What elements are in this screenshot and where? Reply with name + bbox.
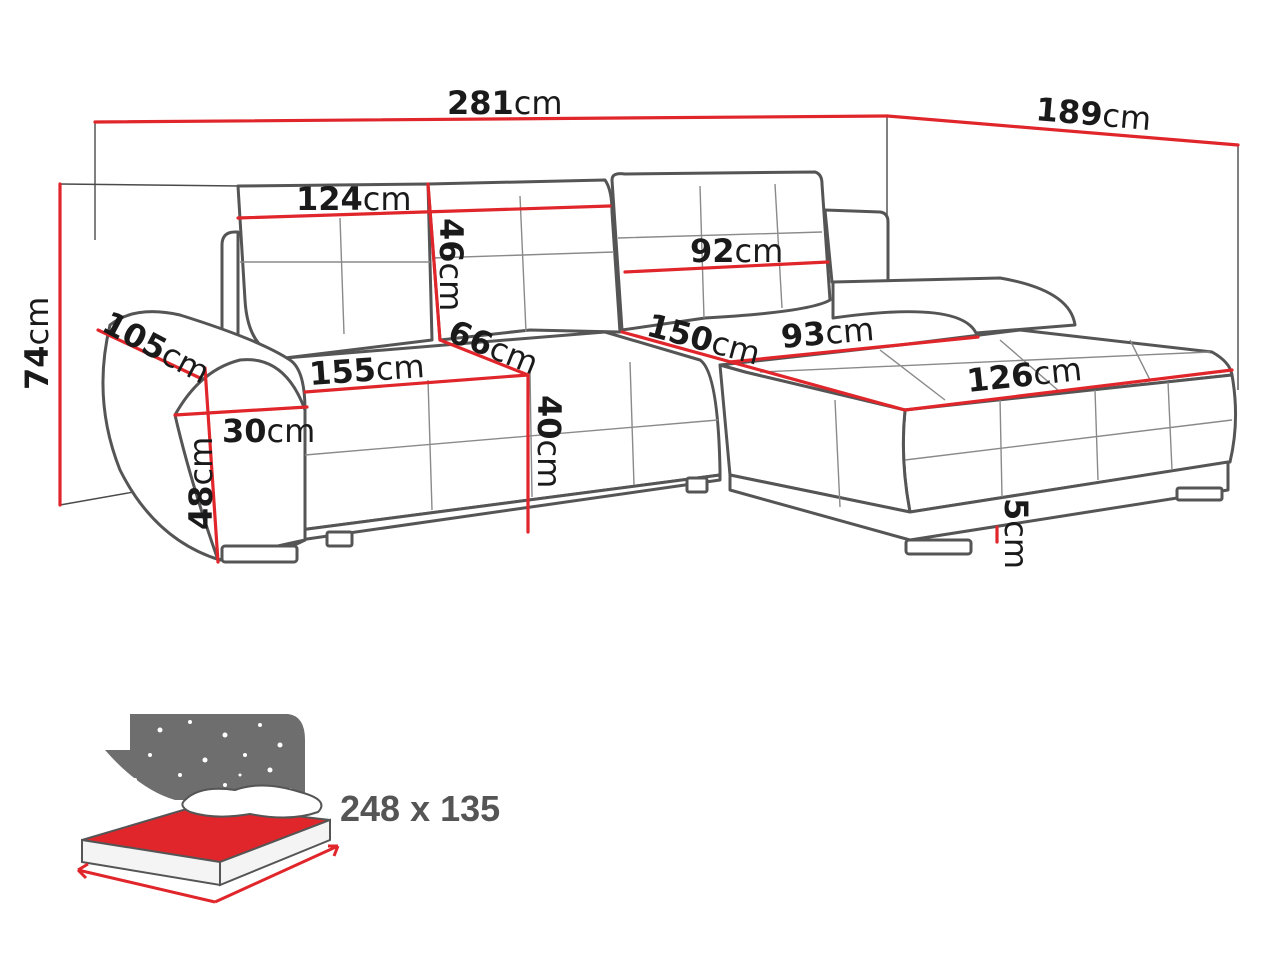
label-back-cushion-height: 46cm bbox=[432, 218, 470, 311]
bed-width-arrow bbox=[76, 844, 340, 904]
pillows bbox=[181, 784, 323, 819]
stars bbox=[133, 720, 292, 792]
label-armrest-width: 30cm bbox=[222, 412, 315, 450]
leg bbox=[904, 538, 973, 556]
extension-guides bbox=[59, 116, 1239, 506]
mattress-side bbox=[219, 818, 331, 887]
chaise-side-pad bbox=[831, 276, 1077, 335]
dim-line-chaise-width bbox=[728, 335, 980, 364]
dim-line-chaise-front bbox=[903, 368, 1234, 412]
label-corner-depth: 189cm bbox=[1034, 90, 1152, 138]
label-chaise-width: 93cm bbox=[779, 310, 875, 356]
dim-line-armrest-height bbox=[203, 366, 220, 564]
label-seat-width: 155cm bbox=[308, 347, 426, 393]
dim-line-back-cushion-width bbox=[236, 204, 612, 220]
corner-sofa-drawing bbox=[101, 170, 1238, 564]
leg bbox=[325, 530, 354, 548]
label-seat-height: 40cm bbox=[530, 395, 568, 488]
dim-line-corner-cushion-width bbox=[623, 260, 830, 274]
back-frame bbox=[220, 230, 240, 360]
bed-night-icon bbox=[76, 714, 340, 904]
cushion-tufting bbox=[240, 183, 1233, 511]
label-chaise-front: 126cm bbox=[965, 350, 1084, 400]
dim-line-armrest-width bbox=[173, 405, 309, 417]
back-cushion-middle bbox=[426, 178, 622, 342]
main-seat bbox=[283, 330, 722, 532]
dim-line-chaise-length bbox=[620, 330, 907, 412]
corner-back-frame bbox=[823, 208, 890, 284]
label-leg-height: 5cm bbox=[997, 498, 1035, 569]
dim-line-seat-depth bbox=[438, 338, 530, 377]
chaise-plinth bbox=[728, 460, 1230, 542]
leg bbox=[220, 544, 299, 564]
sleeping-area-size: 248 x 135 bbox=[340, 788, 501, 829]
moon-curve bbox=[105, 750, 175, 800]
dim-line-total-width bbox=[93, 114, 889, 124]
label-corner-cushion-width: 92cm bbox=[690, 232, 783, 270]
leg bbox=[1175, 486, 1224, 502]
dim-line-back-cushion-height bbox=[426, 182, 442, 342]
dim-line-corner-depth bbox=[885, 114, 1240, 147]
back-cushion-corner bbox=[610, 170, 832, 332]
label-total-height: 74cm bbox=[18, 297, 56, 390]
label-total-width: 281cm bbox=[447, 84, 563, 122]
leg bbox=[685, 476, 709, 494]
dimension-lines bbox=[58, 114, 1240, 564]
label-armrest-height: 48cm bbox=[182, 437, 220, 530]
dim-line-armrest-depth bbox=[96, 328, 202, 380]
dim-line-seat-width bbox=[303, 373, 530, 394]
label-back-cushion-width: 124cm bbox=[296, 180, 412, 218]
night-sky bbox=[105, 714, 305, 800]
